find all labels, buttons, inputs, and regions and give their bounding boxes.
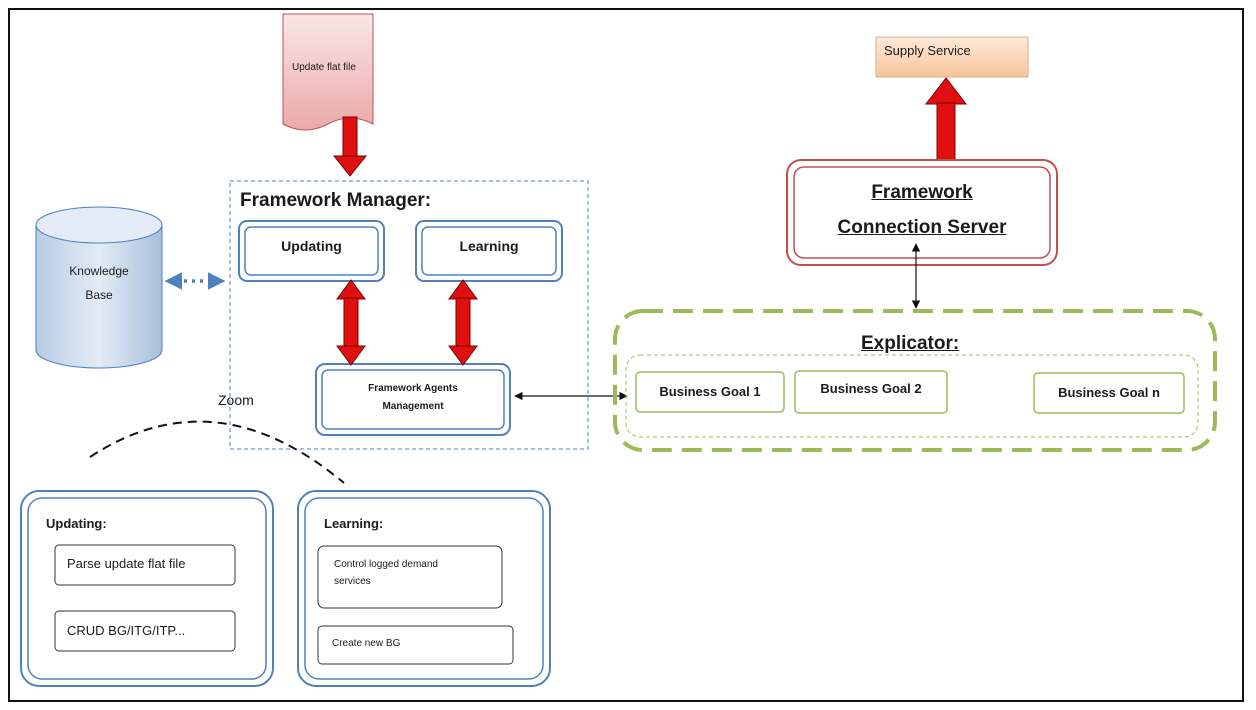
control-logged-label-2: services xyxy=(334,576,371,587)
explicator-container xyxy=(613,309,1217,452)
updating-label: Updating xyxy=(281,238,342,254)
supply-service-label: Supply Service xyxy=(884,43,971,58)
business-goal-2-label: Business Goal 2 xyxy=(820,381,922,396)
learning-label: Learning xyxy=(459,238,519,254)
zoom-label: Zoom xyxy=(218,392,254,408)
control-logged-box xyxy=(317,545,503,609)
supply-service-box xyxy=(875,36,1029,78)
learning-box xyxy=(415,220,563,282)
control-logged-label-1: Control logged demand xyxy=(334,559,438,570)
server-label-2: Connection Server xyxy=(837,217,1007,238)
updating-agents-arrow xyxy=(336,279,366,366)
learning-agents-arrow xyxy=(448,279,478,366)
agents-label-2: Management xyxy=(382,401,444,412)
server-label-1: Framework xyxy=(871,182,973,203)
document-shape xyxy=(282,13,374,131)
knowledge-base-cylinder xyxy=(35,206,163,369)
business-goal-n-box xyxy=(1033,372,1185,414)
business-goal-2-box xyxy=(794,370,948,414)
agents-label-1: Framework Agents xyxy=(368,383,458,394)
parse-flat-file-box xyxy=(54,544,236,586)
knowledge-base-label-2: Base xyxy=(85,288,113,302)
parse-flat-file-label: Parse update flat file xyxy=(67,556,186,571)
updating-box xyxy=(238,220,385,282)
agents-management-box xyxy=(315,363,511,436)
framework-manager-title: Framework Manager: xyxy=(240,190,432,211)
create-bg-box xyxy=(317,625,514,665)
framework-manager-container xyxy=(229,180,589,450)
updating-detail-title: Updating: xyxy=(46,516,107,531)
explicator-title: Explicator: xyxy=(861,333,960,354)
crud-box xyxy=(54,610,236,652)
flat-file-arrow xyxy=(332,116,368,177)
flat-file-label: Update flat file xyxy=(292,62,356,73)
supply-arrow xyxy=(924,77,968,166)
knowledge-base-label-1: Knowledge xyxy=(69,264,129,278)
create-bg-label: Create new BG xyxy=(332,638,401,649)
crud-label: CRUD BG/ITG/ITP... xyxy=(67,623,186,638)
zoom-arc xyxy=(89,420,345,484)
learning-detail-title: Learning: xyxy=(324,516,384,531)
business-goal-n-label: Business Goal n xyxy=(1058,385,1160,400)
business-goal-1-label: Business Goal 1 xyxy=(659,384,761,399)
business-goal-1-box xyxy=(635,371,785,413)
connection-server-box xyxy=(786,159,1058,266)
